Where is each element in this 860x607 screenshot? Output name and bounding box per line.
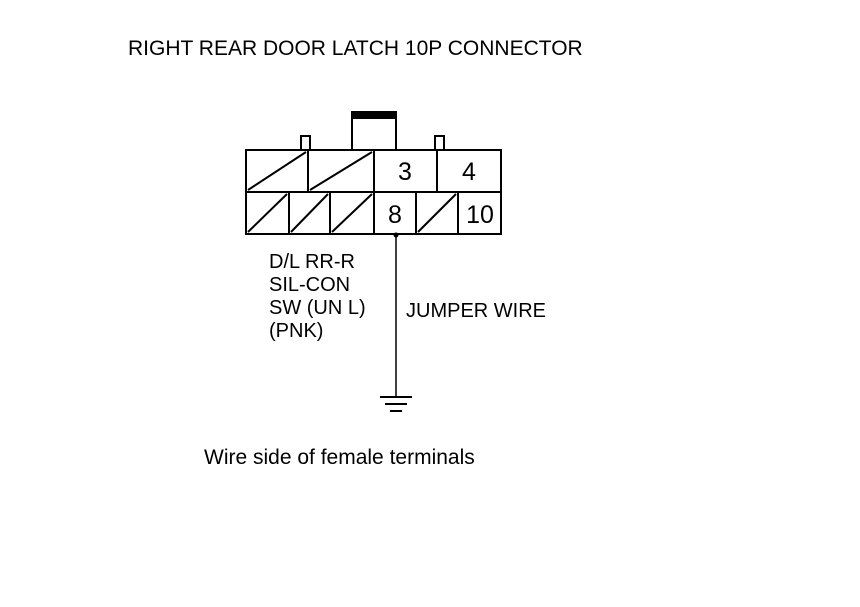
unused-cavity-mark — [331, 193, 373, 233]
wire-label-line1: D/L RR-R — [269, 251, 355, 273]
unused-cavity-mark — [290, 193, 329, 233]
diagram-caption: Wire side of female terminals — [204, 446, 475, 469]
wire-label-line3: SW (UN L) — [269, 297, 366, 319]
unused-cavity-mark — [247, 193, 288, 233]
wire-label-line4: (PNK) — [269, 320, 323, 342]
unused-cavity-mark — [247, 151, 307, 191]
pin-8-connection-dot — [393, 232, 399, 238]
pin-label-3: 3 — [398, 158, 412, 186]
pin-label-10: 10 — [466, 201, 494, 229]
jumper-wire-label: JUMPER WIRE — [406, 300, 546, 322]
diagram-title: RIGHT REAR DOOR LATCH 10P CONNECTOR — [128, 37, 583, 60]
pin-label-8: 8 — [388, 201, 402, 229]
connector-10p — [245, 111, 502, 235]
wire-label: D/L RR-R SIL-CON SW (UN L) (PNK) — [269, 251, 366, 342]
connector-lock-tab-top — [352, 111, 396, 119]
wire-label-line2: SIL-CON — [269, 274, 350, 296]
unused-cavity-mark — [417, 193, 457, 233]
pin-label-4: 4 — [462, 158, 476, 186]
connector-guide-tab-left — [300, 135, 311, 151]
connector-guide-tab-right — [434, 135, 445, 151]
ground-icon — [380, 396, 412, 412]
unused-cavity-mark — [309, 151, 373, 191]
